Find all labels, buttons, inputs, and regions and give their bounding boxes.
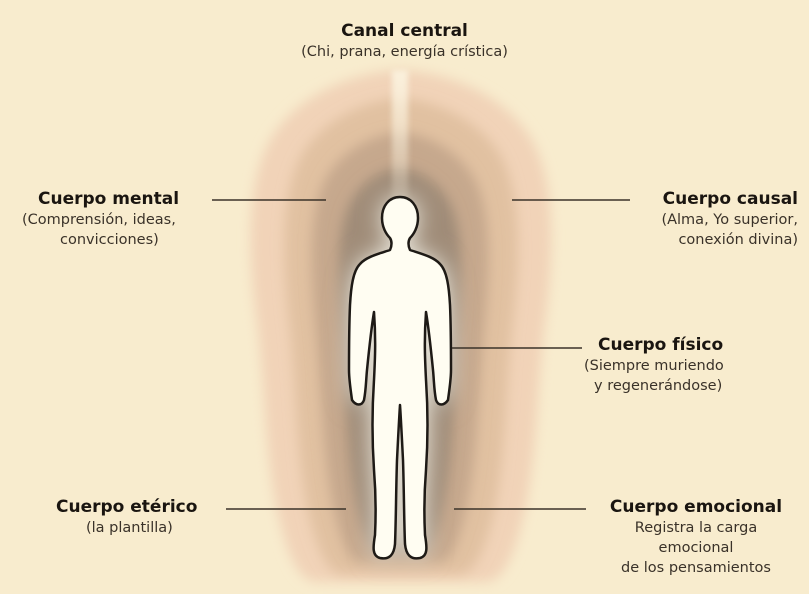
- label-cuerpo-emocional: Cuerpo emocional Registra la carga emoci…: [596, 496, 796, 578]
- label-cuerpo-mental: Cuerpo mental (Comprensión, ideas, convi…: [22, 188, 222, 250]
- cuerpo-fisico-desc-1: (Siempre muriendo: [584, 356, 784, 376]
- canal-central-desc: (Chi, prana, energía crística): [250, 42, 559, 62]
- canal-central-title: Canal central: [250, 20, 559, 42]
- cuerpo-emocional-desc-3: de los pensamientos: [596, 558, 796, 578]
- cuerpo-causal-desc-2: conexión divina): [586, 230, 798, 250]
- cuerpo-causal-title: Cuerpo causal: [586, 188, 798, 210]
- cuerpo-emocional-desc-2: emocional: [596, 538, 796, 558]
- label-cuerpo-fisico: Cuerpo físico (Siempre muriendo y regene…: [584, 334, 784, 396]
- cuerpo-causal-desc-1: (Alma, Yo superior,: [586, 210, 798, 230]
- label-cuerpo-causal: Cuerpo causal (Alma, Yo superior, conexi…: [586, 188, 798, 250]
- cuerpo-emocional-title: Cuerpo emocional: [596, 496, 796, 518]
- cuerpo-eterico-title: Cuerpo etérico: [56, 496, 236, 518]
- cuerpo-mental-desc-2: convicciones): [22, 230, 222, 250]
- cuerpo-eterico-desc: (la plantilla): [56, 518, 236, 538]
- label-canal-central: Canal central (Chi, prana, energía críst…: [250, 20, 559, 62]
- cuerpo-mental-title: Cuerpo mental: [22, 188, 222, 210]
- cuerpo-fisico-desc-2: y regenerándose): [584, 376, 784, 396]
- cuerpo-mental-desc-1: (Comprensión, ideas,: [22, 210, 222, 230]
- cuerpo-fisico-title: Cuerpo físico: [584, 334, 784, 356]
- cuerpo-emocional-desc-1: Registra la carga: [596, 518, 796, 538]
- label-cuerpo-eterico: Cuerpo etérico (la plantilla): [56, 496, 236, 538]
